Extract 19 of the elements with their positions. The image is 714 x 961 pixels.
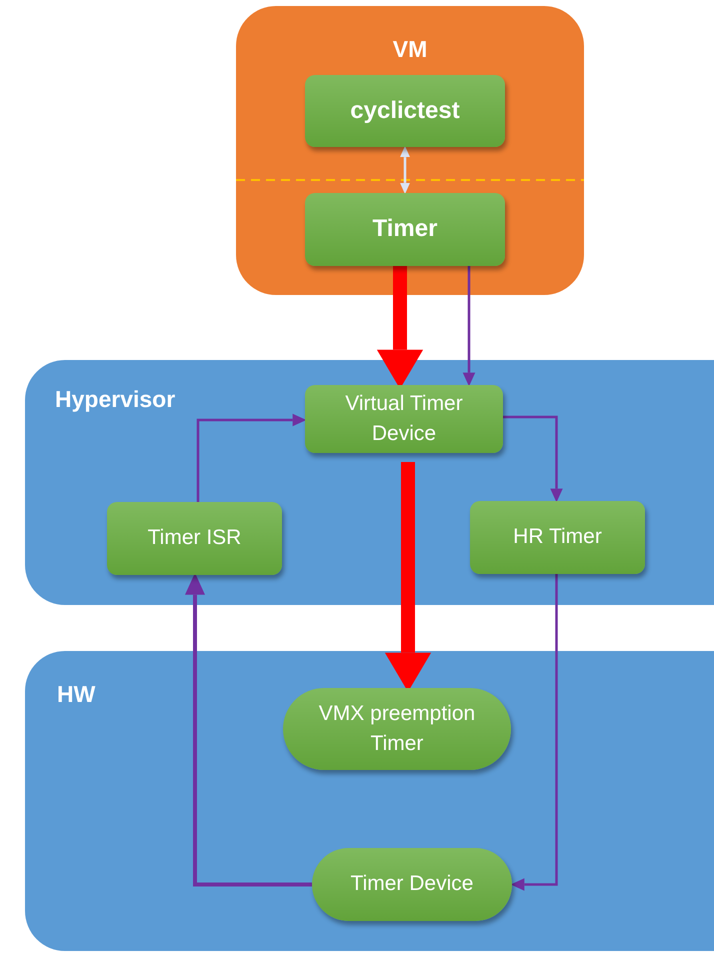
hypervisor-panel: [25, 360, 714, 605]
rounded-pill-box: Timer Device: [312, 848, 512, 921]
arrow: [400, 146, 410, 194]
arrow: [196, 414, 306, 502]
process-box: Timer ISR: [107, 502, 282, 575]
arrow: [503, 416, 563, 502]
arrow: [185, 572, 312, 886]
process-box: Timer: [305, 193, 505, 266]
process-box: cyclictest: [305, 75, 505, 147]
process-box: Virtual Timer Device: [305, 385, 503, 453]
process-box: HR Timer: [470, 501, 645, 574]
hw-panel: [25, 651, 714, 951]
panel-title: VM: [392, 36, 428, 63]
vm-panel: [236, 6, 584, 295]
arrow: [462, 266, 476, 386]
panel-title: HW: [57, 681, 96, 708]
panel-title: Hypervisor: [55, 386, 176, 413]
arrow: [510, 574, 558, 891]
rounded-pill-box: VMX preemption Timer: [283, 688, 511, 770]
